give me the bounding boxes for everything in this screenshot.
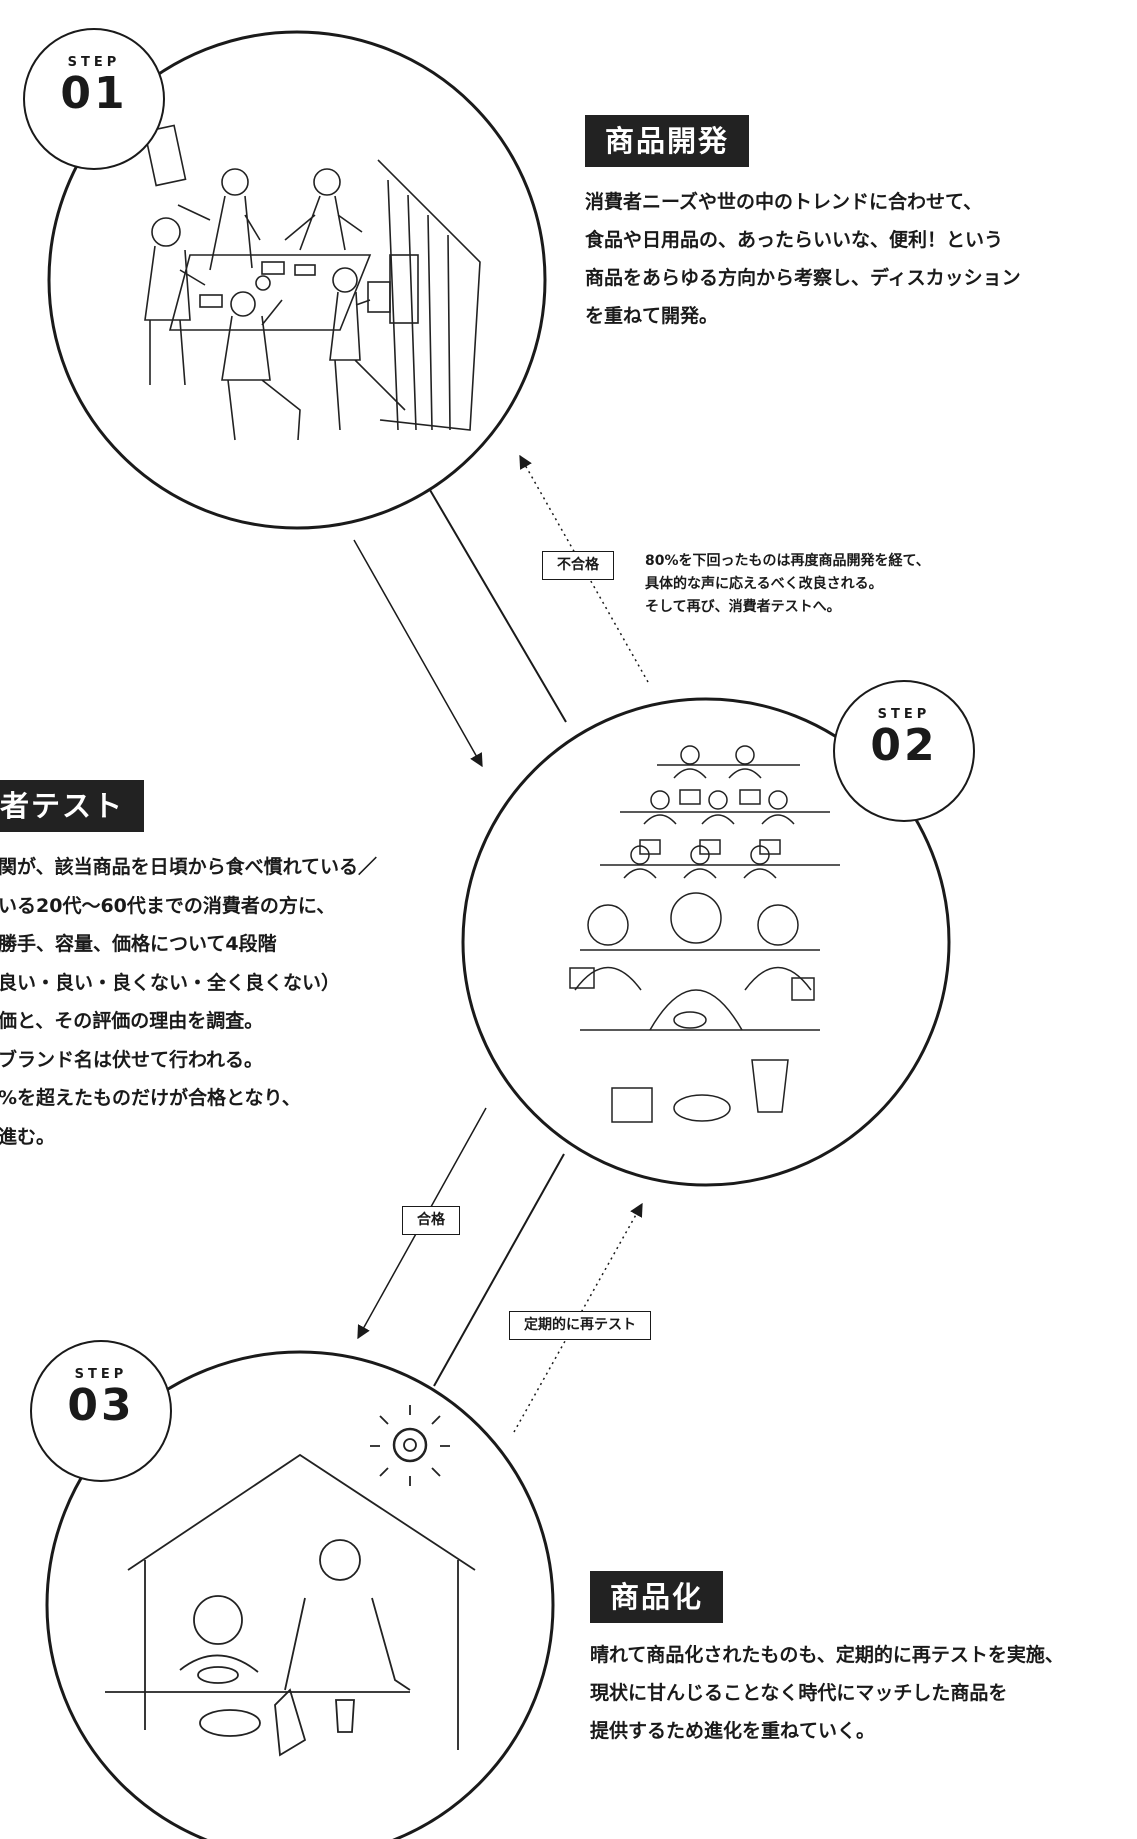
step2-badge: STEP 02 bbox=[833, 680, 975, 822]
step2-label: STEP bbox=[877, 707, 931, 722]
step1-circle bbox=[47, 30, 547, 530]
family-home-illustration bbox=[105, 1405, 476, 1757]
step3-number: 03 bbox=[67, 1380, 135, 1431]
step2-desc-line: 勝手、容量、価格について4段階 bbox=[0, 933, 277, 955]
step2-desc-line: 良い・良い・良くない・全く良くない） bbox=[0, 971, 341, 994]
step1-badge: STEP 01 bbox=[23, 28, 165, 170]
step2-desc-line: いる20代〜60代までの消費者の方に、 bbox=[0, 894, 336, 917]
step3-circle bbox=[45, 1350, 555, 1839]
step1-title: 商品開発 bbox=[585, 115, 750, 167]
step3-title: 商品化 bbox=[590, 1571, 724, 1623]
connector-line-1-2 bbox=[429, 489, 567, 723]
step3-description: 晴れて商品化されたものも、定期的に再テストを実施、 現状に甘んじることなく時代に… bbox=[590, 1636, 1064, 1750]
fail-note-line: 具体的な声に応えるべく改良される。 bbox=[645, 576, 883, 592]
pass-tag: 合格 bbox=[402, 1206, 460, 1235]
fail-note-line: そして再び、消費者テストへ。 bbox=[645, 599, 841, 615]
connector-line-2-3 bbox=[433, 1153, 565, 1387]
step2-desc-line: %を超えたものだけが合格となり、 bbox=[0, 1087, 301, 1109]
step2-desc-line: 関が、該当商品を日頃から食べ慣れている／ bbox=[0, 856, 378, 878]
step1-desc-line: 消費者ニーズや世の中のトレンドに合わせて、 bbox=[585, 191, 983, 213]
fail-note-line: 80%を下回ったものは再度商品開発を経て、 bbox=[645, 553, 930, 569]
arrow-retest bbox=[513, 1202, 643, 1433]
step3-desc-line: 現状に甘んじることなく時代にマッチした商品を bbox=[590, 1682, 1008, 1704]
step3-desc-line: 提供するため進化を重ねていく。 bbox=[590, 1720, 876, 1742]
fail-note: 80%を下回ったものは再度商品開発を経て、 具体的な声に応えるべく改良される。 … bbox=[645, 550, 930, 619]
step2-description: 関が、該当商品を日頃から食べ慣れている／ いる20代〜60代までの消費者の方に、… bbox=[0, 848, 377, 1156]
step1-desc-line: 商品をあらゆる方向から考察し、ディスカッション bbox=[585, 267, 1021, 289]
step2-desc-line: 進む。 bbox=[0, 1125, 56, 1148]
tasting-panel-illustration bbox=[569, 745, 840, 1123]
step3-desc-line: 晴れて商品化されたものも、定期的に再テストを実施、 bbox=[590, 1644, 1064, 1666]
step1-label: STEP bbox=[67, 55, 121, 70]
meeting-illustration bbox=[143, 124, 481, 441]
arrow-step1-to-step2 bbox=[353, 539, 483, 768]
retest-tag: 定期的に再テスト bbox=[509, 1311, 651, 1340]
step1-desc-line: を重ねて開発。 bbox=[585, 305, 719, 327]
step2-circle bbox=[461, 697, 951, 1187]
step2-desc-line: 価と、その評価の理由を調査。 bbox=[0, 1010, 264, 1032]
arrow-fail-back bbox=[519, 454, 649, 683]
step1-description: 消費者ニーズや世の中のトレンドに合わせて、 食品や日用品の、あったらいいな、便利… bbox=[585, 183, 1021, 335]
step3-label: STEP bbox=[74, 1367, 128, 1382]
step2-title: 者テスト bbox=[0, 780, 145, 832]
fail-tag: 不合格 bbox=[542, 551, 614, 580]
step1-number: 01 bbox=[60, 68, 128, 119]
step2-desc-line: ブランド名は伏せて行われる。 bbox=[0, 1048, 264, 1071]
step2-number: 02 bbox=[870, 720, 938, 771]
step3-badge: STEP 03 bbox=[30, 1340, 172, 1482]
step1-desc-line: 食品や日用品の、あったらいいな、便利！という bbox=[585, 229, 1004, 251]
